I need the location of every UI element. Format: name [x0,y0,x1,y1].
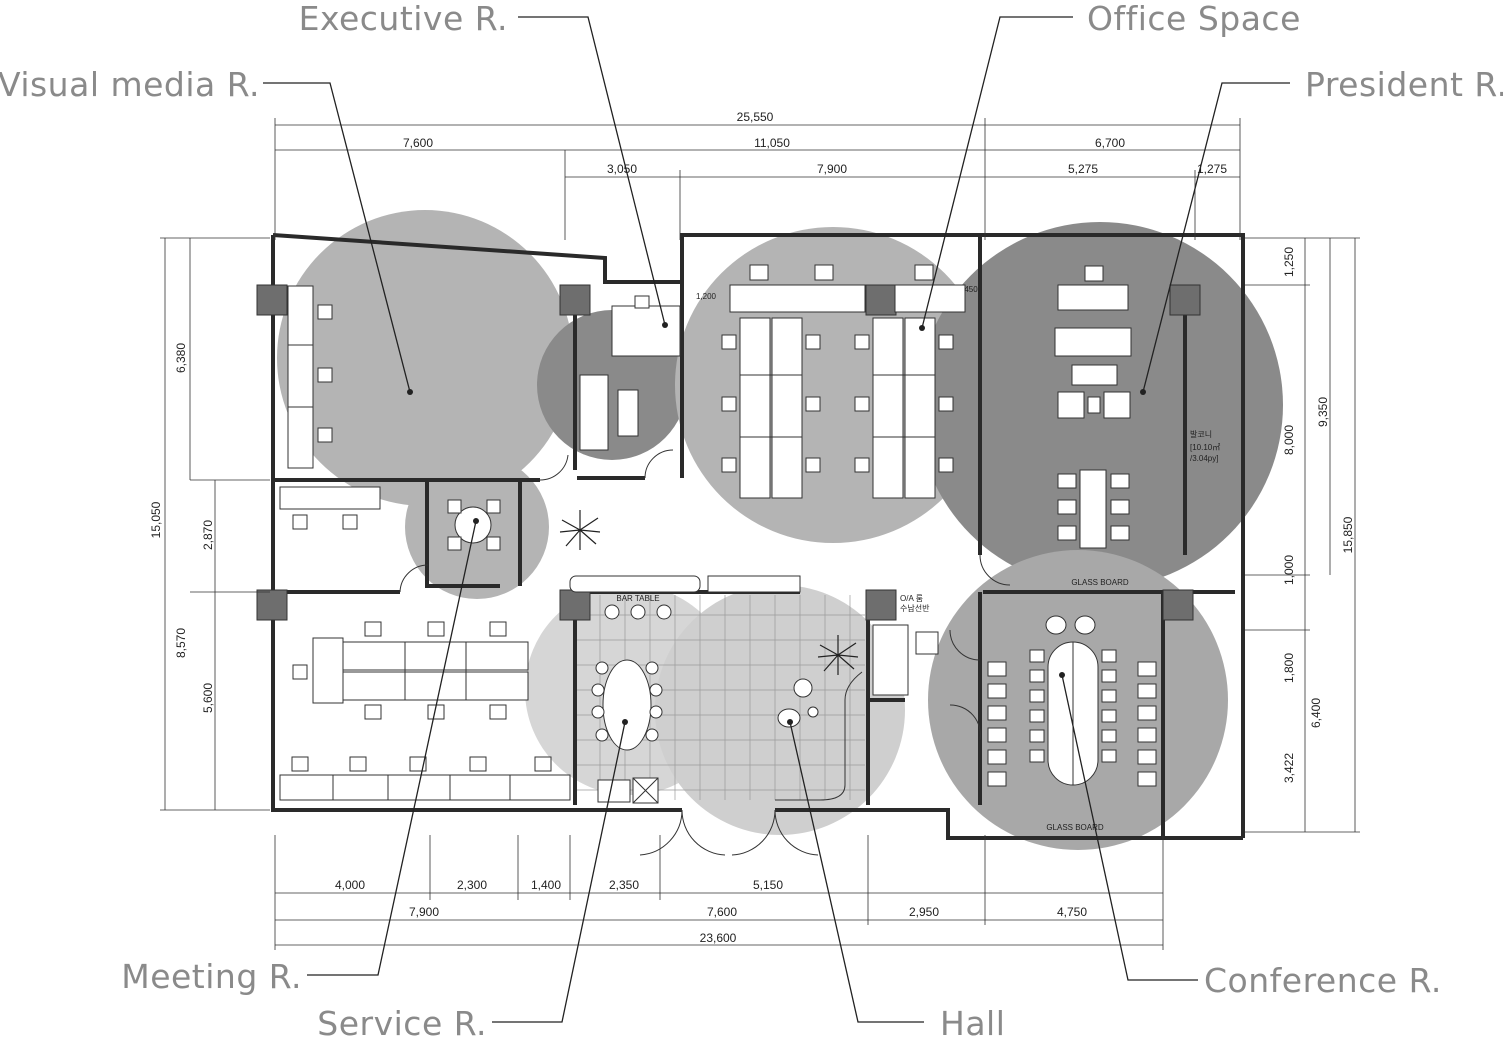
annotation-1200: 1,200 [696,292,717,301]
annotation-balcony: 발코니 [1190,429,1212,439]
dim-left-d: 8,570 [174,628,188,658]
dim-bottom-b: 2,300 [457,878,487,892]
label-conference-room: Conference R. [1204,961,1442,1000]
furniture-hall [775,624,939,801]
annotation-storage: 수납선반 [900,604,930,613]
label-meeting-room: Meeting R. [121,957,302,996]
furniture-meeting [447,499,501,551]
dim-bottom-c: 1,400 [531,878,561,892]
dim-bottom-g: 7,600 [707,905,737,919]
furniture-conference [987,615,1157,787]
columns [256,284,1201,621]
dim-bottom-e: 5,150 [753,878,783,892]
dim-top-a: 7,600 [403,136,433,150]
dim-bottom-f: 7,900 [409,905,439,919]
label-president-room: President R. [1305,65,1503,104]
furniture-executive [579,295,681,451]
annotation-bar-table: BAR TABLE [616,594,659,603]
plants [559,510,859,675]
annotation-balcony-area: [10.10㎡ [1190,443,1220,452]
label-office-space: Office Space [1087,0,1301,38]
dim-right-b: 9,350 [1316,397,1330,427]
dim-right-c: 8,000 [1282,425,1296,455]
annotation-glass-board-bottom: GLASS BOARD [1046,823,1104,832]
dim-right-e: 1,000 [1282,555,1296,585]
label-visual-media-room: Visual media R. [0,65,260,104]
annotation-450: 450 [964,285,978,294]
furniture-president [1054,265,1132,549]
dim-bottom-d: 2,350 [609,878,639,892]
zone-hall [655,585,905,835]
dim-top-c: 6,700 [1095,136,1125,150]
furniture-visual-media [287,285,333,469]
dim-top-e: 7,900 [817,162,847,176]
label-hall: Hall [940,1004,1005,1043]
dim-right-f: 1,800 [1282,653,1296,683]
dim-top-b: 11,050 [754,136,790,150]
leader-lines [263,16,1290,1023]
dim-right-h: 3,422 [1282,753,1296,783]
dim-bottom-h: 2,950 [909,905,939,919]
annotation-glass-board-top: GLASS BOARD [1071,578,1129,587]
dim-top-total: 25,550 [737,110,774,124]
leader-dots [407,322,1146,725]
walls [271,233,1245,840]
annotation-oa-room: O/A 룸 [900,594,923,603]
furniture-office [721,264,966,499]
dim-top-d: 3,050 [607,162,637,176]
dimension-lines [160,118,1360,950]
label-service-room: Service R. [317,1004,487,1043]
dim-right-a: 1,250 [1282,247,1296,277]
furniture-small-office [279,486,381,530]
dim-left-c: 2,870 [201,520,215,550]
dim-bottom-a: 4,000 [335,878,365,892]
label-executive-room: Executive R. [299,0,508,38]
annotation-balcony-py: /3.04py] [1190,454,1218,463]
dim-left-a: 6,380 [174,343,188,373]
dim-left-e: 5,600 [201,683,215,713]
dim-top-g: 1,275 [1197,162,1227,176]
furniture-lower-office [279,621,571,801]
dim-right-g: 6,400 [1309,698,1323,728]
furniture-service [569,575,801,804]
dim-right-d: 15,850 [1341,516,1355,553]
dim-bottom-i: 4,750 [1057,905,1087,919]
dim-left-b: 15,050 [149,501,163,538]
dim-top-f: 5,275 [1068,162,1098,176]
dim-bottom-total: 23,600 [700,931,737,945]
doors [399,449,1011,856]
zone-visual-media [277,210,573,506]
